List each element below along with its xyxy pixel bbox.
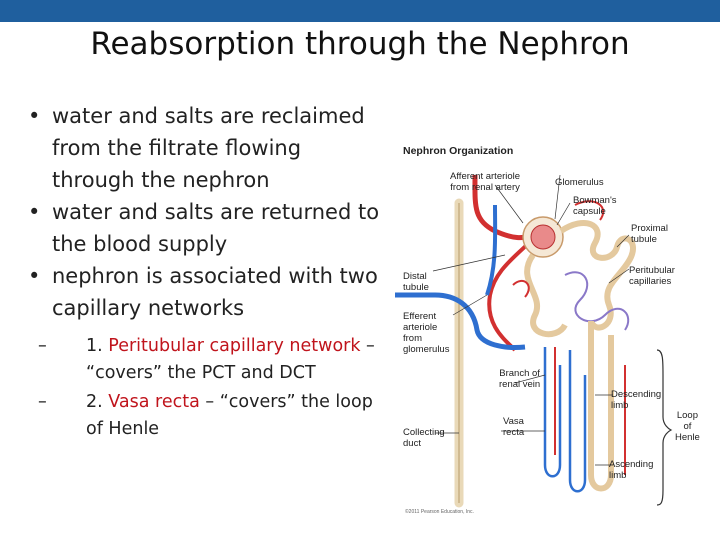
sub-bullet-text: – “covers” the loop of Henle bbox=[86, 392, 373, 439]
label-line: Ascending bbox=[609, 459, 654, 470]
label-line: Descending bbox=[611, 389, 662, 400]
label-line: Branch of bbox=[499, 368, 540, 379]
label-line: duct bbox=[403, 438, 421, 449]
efferent-arteriole-label: Efferent arteriole from glomerulus bbox=[403, 311, 449, 355]
glomerulus-label: Glomerulus bbox=[555, 177, 604, 188]
distal-tubule-label: Distal tubule bbox=[403, 271, 429, 293]
vasa-recta-label: Vasa recta bbox=[503, 416, 524, 438]
label-line: from bbox=[403, 333, 422, 344]
peritubular-capillaries-red bbox=[512, 200, 605, 298]
label-line: capsule bbox=[573, 206, 606, 217]
label-line: Henle bbox=[675, 432, 700, 443]
sub-bullet-term: Vasa recta bbox=[108, 392, 200, 412]
collecting-duct-label: Collecting duct bbox=[403, 427, 445, 449]
label-line: Afferent arteriole bbox=[450, 171, 521, 182]
dash-marker: – bbox=[38, 392, 47, 412]
nephron-figure: Nephron Organization Afferent arteriole … bbox=[395, 135, 720, 535]
label-line: Proximal bbox=[631, 223, 668, 234]
figure-title: Nephron Organization bbox=[403, 145, 514, 157]
label-line: capillaries bbox=[629, 276, 672, 287]
label-line: arteriole bbox=[403, 322, 438, 333]
label-line: tubule bbox=[403, 282, 429, 293]
label-line: Loop bbox=[676, 410, 698, 421]
sub-bullet-number: 1. bbox=[86, 336, 103, 356]
label-line: Bowman's bbox=[573, 195, 617, 206]
peritubular-capillaries-label: Peritubular capillaries bbox=[629, 265, 675, 287]
descending-limb-label: Descending limb bbox=[611, 389, 661, 411]
label-line: Peritubular bbox=[629, 265, 675, 276]
dash-marker: – bbox=[38, 336, 47, 356]
bowmans-capsule-label: Bowman's capsule bbox=[573, 195, 617, 217]
label-line: Vasa bbox=[503, 416, 524, 427]
sub-bullet-text: – “covers” the PCT and DCT bbox=[86, 336, 375, 383]
renal-vein-branch bbox=[395, 292, 526, 350]
label-line: recta bbox=[503, 427, 525, 438]
title-bar bbox=[0, 0, 720, 22]
bullet-item: water and salts are returned to the bloo… bbox=[28, 196, 388, 260]
peritubular-capillaries bbox=[564, 271, 630, 331]
label-line: glomerulus bbox=[403, 344, 450, 355]
pointer-lines bbox=[432, 174, 630, 466]
proximal-tubule bbox=[559, 220, 636, 331]
label-line: from renal artery bbox=[450, 182, 520, 193]
distal-tubule bbox=[524, 253, 568, 337]
label-line: limb bbox=[611, 400, 629, 411]
bullet-item: water and salts are reclaimed from the f… bbox=[28, 100, 388, 196]
sub-bullet-item: – 1. Peritubular capillary network – “co… bbox=[38, 333, 388, 387]
nephron-illustration bbox=[395, 174, 673, 508]
efferent-arteriole bbox=[487, 237, 535, 352]
label-line: Distal bbox=[403, 271, 427, 282]
copyright-text: ©2011 Pearson Education, Inc. bbox=[405, 509, 474, 515]
label-line: of bbox=[683, 421, 692, 432]
bullet-list: water and salts are reclaimed from the f… bbox=[28, 100, 388, 443]
vasa-recta-red bbox=[554, 347, 626, 475]
slide-title: Reabsorption through the Nephron bbox=[90, 26, 630, 62]
glomerulus bbox=[530, 224, 556, 250]
vasa-recta bbox=[543, 347, 587, 493]
descending-limb bbox=[588, 321, 614, 492]
renal-vein-label: Branch of renal vein bbox=[499, 368, 540, 390]
label-line: limb bbox=[609, 470, 627, 481]
bullet-item: nephron is associated with two capillary… bbox=[28, 260, 388, 324]
renal-vein-upper bbox=[485, 204, 498, 296]
loop-of-henle-label: Loop of Henle bbox=[675, 410, 700, 443]
sub-bullet-number: 2. bbox=[86, 392, 103, 412]
sub-bullet-item: – 2. Vasa recta – “covers” the loop of H… bbox=[38, 389, 388, 443]
label-line: renal vein bbox=[499, 379, 541, 390]
sub-bullet-term: Peritubular capillary network bbox=[108, 336, 361, 356]
loop-bracket bbox=[656, 349, 673, 506]
label-line: Efferent bbox=[403, 311, 437, 322]
label-line: Collecting bbox=[403, 427, 445, 438]
afferent-arteriole-label: Afferent arteriole from renal artery bbox=[450, 171, 520, 193]
label-line: tubule bbox=[631, 234, 657, 245]
ascending-limb-label: Ascending limb bbox=[609, 459, 653, 481]
proximal-tubule-label: Proximal tubule bbox=[631, 223, 668, 245]
